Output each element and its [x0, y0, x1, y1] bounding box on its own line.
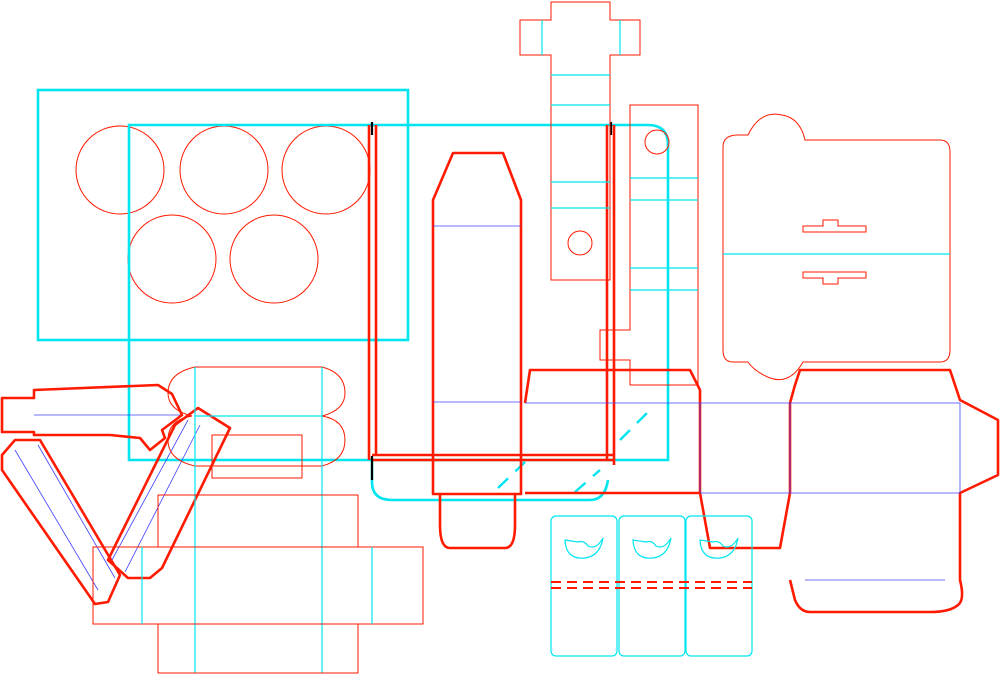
hang-slot: [802, 219, 867, 233]
tag-outline: [618, 515, 686, 657]
triangle-box: [0, 383, 232, 606]
overlay-sheet: [127, 123, 670, 502]
sleeve-panel: [157, 623, 359, 674]
bottle-box-outline: [431, 151, 523, 496]
circle-cutout: [179, 125, 269, 215]
window-cutout: [211, 434, 303, 479]
overlay-sheet-bottom-edge: [370, 458, 610, 502]
triangle-box-top-arm: [0, 383, 184, 452]
bottle-box-tab: [438, 494, 517, 550]
wide-box: [523, 368, 1000, 614]
tag-hook: [699, 537, 739, 559]
overlay-sheet-outline: [127, 123, 670, 462]
tag-hook: [632, 537, 672, 559]
fold-line: [111, 419, 189, 561]
circle-tray-layout: [36, 88, 410, 342]
long-strip: [367, 122, 616, 480]
hang-card: [722, 113, 951, 381]
hanger-strip-2-outline: [599, 104, 699, 386]
sleeve-box: [92, 366, 424, 674]
triangle-box-left-arm: [0, 438, 122, 606]
circle-cutout: [127, 214, 217, 304]
triangle-box-right-arm: [106, 406, 232, 580]
tag-outline: [685, 515, 753, 657]
hanger-strip-2: [599, 104, 699, 386]
fold-line: [37, 444, 116, 579]
hanger-strip-outline: [519, 1, 641, 281]
bottle-box: [431, 151, 523, 550]
circle-cutout: [229, 214, 319, 304]
hang-card-outline: [722, 113, 951, 381]
circle-cutout: [281, 125, 371, 215]
fold-line: [14, 449, 99, 591]
wide-box-outline: [523, 368, 1000, 614]
tag-set: [550, 515, 753, 657]
tag-hook: [564, 537, 604, 559]
sleeve-panel: [157, 494, 359, 548]
hang-hole: [567, 230, 593, 256]
fold-line: [124, 424, 201, 573]
circle-cutout: [75, 125, 165, 215]
tag-outline: [550, 515, 618, 657]
hanger-strip: [519, 1, 641, 281]
hang-hole: [644, 129, 670, 155]
tray-sheet-outline: [36, 88, 410, 342]
hang-slot: [802, 271, 867, 285]
